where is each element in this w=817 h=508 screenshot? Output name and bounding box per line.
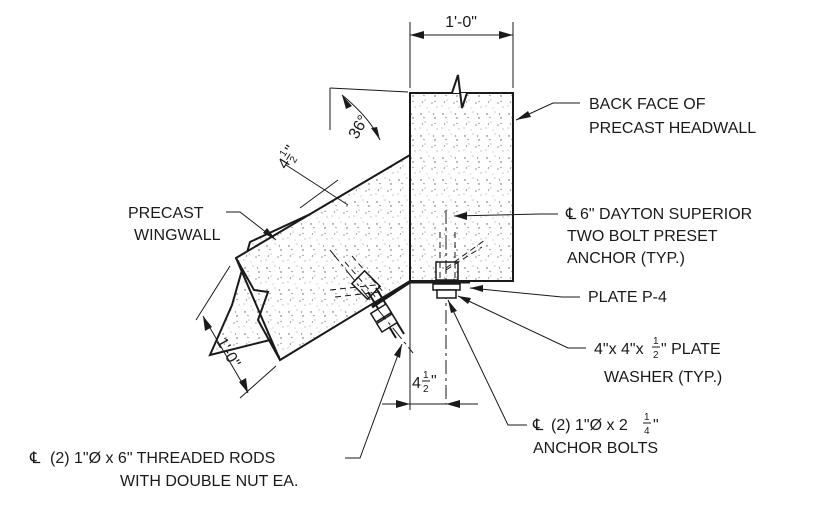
dim-arrow [410, 31, 424, 39]
dim-ext [299, 179, 339, 209]
bolts-label-1a: (2) 1"Ø x 2 [551, 417, 628, 434]
dim-arrow [396, 400, 410, 408]
offset-bottom-dim: 4 1 2 " [382, 283, 478, 410]
washer-label-2: WASHER (TYP.) [604, 369, 722, 386]
plate-leader [469, 287, 580, 298]
dim-arrow [342, 95, 352, 109]
dim-arrow [239, 378, 248, 393]
leader-arrow [394, 344, 402, 358]
inch-mark: " [431, 373, 437, 390]
leader-arrow [263, 228, 276, 240]
washer-label-1a: 4"x 4"x [594, 341, 644, 358]
plate-p4-bent [371, 280, 470, 309]
dim-line [202, 315, 249, 394]
dim-arrow [371, 127, 380, 140]
bolts-cl-symbol: ℄ [532, 417, 544, 434]
rods-leader [345, 343, 403, 459]
precast-wingwall [208, 153, 414, 362]
rods-label-1: (2) 1"Ø x 6" THREADED RODS [50, 450, 275, 467]
rods-cl-symbol: ℄ [29, 450, 41, 467]
back-face-label-2: PRECAST HEADWALL [589, 120, 756, 137]
rod-centerline [329, 249, 414, 354]
back-face-label-1: BACK FACE OF [589, 96, 706, 113]
bolts-frac-num: 1 [644, 412, 650, 423]
leader-arrow [454, 212, 467, 220]
anchor-leader [453, 213, 558, 217]
leader-arrow [448, 300, 457, 313]
dim-arrow [446, 400, 460, 408]
dim-ext [195, 265, 231, 321]
washer-frac-num: 1 [653, 336, 659, 347]
headwall-body [409, 92, 514, 282]
preset-anchor-leg [445, 246, 483, 271]
frac-den: 2 [423, 384, 429, 395]
bolts-label-2: ANCHOR BOLTS [533, 440, 658, 457]
anchor-label-1: 6" DAYTON SUPERIOR [580, 206, 752, 223]
offset-bottom-whole: 4 [412, 375, 421, 392]
headwall-break-line [410, 74, 513, 109]
dim-arrow [203, 316, 212, 331]
anchor-label-2: TWO BOLT PRESET [567, 228, 718, 245]
leader-arrow [458, 296, 471, 304]
dim-ext [329, 87, 409, 93]
anchor-label-3: ANCHOR (TYP.) [567, 250, 685, 267]
dim-arrow [499, 31, 513, 39]
washer-frac-den: 2 [653, 350, 659, 361]
svg-text:1: 1 [278, 148, 291, 159]
precast-label: PRECAST [128, 205, 204, 222]
wingwall-leader [226, 211, 277, 241]
rods-label-2: WITH DOUBLE NUT EA. [120, 473, 298, 490]
dim-ext [239, 365, 277, 399]
anchor-nut [436, 289, 457, 299]
plate-label: PLATE P-4 [588, 289, 667, 306]
precast-headwall: 1'-0" [409, 14, 514, 404]
leader-arrow [516, 111, 531, 120]
anchor-cl-symbol: ℄ [565, 206, 577, 223]
wingwall-label: WINGWALL [134, 227, 221, 244]
frac-num: 1 [423, 370, 429, 381]
bolts-label-1b: " [653, 417, 659, 434]
preset-anchor-leg [445, 239, 486, 269]
bolts-frac-den: 4 [644, 426, 650, 437]
double-nut [375, 312, 399, 334]
angle-label: 36° [346, 113, 373, 142]
preset-anchor-body [435, 261, 459, 281]
threaded-rod-hook [329, 284, 377, 291]
wingwall-break-line [235, 257, 281, 361]
leader-arrow [470, 285, 483, 292]
dim-line [285, 164, 349, 206]
washer-leader [457, 295, 586, 349]
washer-label-1b: " PLATE [661, 341, 721, 358]
plate-washer [432, 283, 461, 291]
offset-top-label: 4 1 2 " [275, 143, 301, 172]
svg-text:2: 2 [288, 154, 301, 165]
plate-p4 [371, 280, 470, 309]
headwall-width-dim: 1'-0" [445, 14, 477, 31]
bolts-leader [447, 299, 527, 426]
threaded-rod-hook [334, 291, 381, 298]
wingwall-anchor-body [350, 269, 382, 301]
